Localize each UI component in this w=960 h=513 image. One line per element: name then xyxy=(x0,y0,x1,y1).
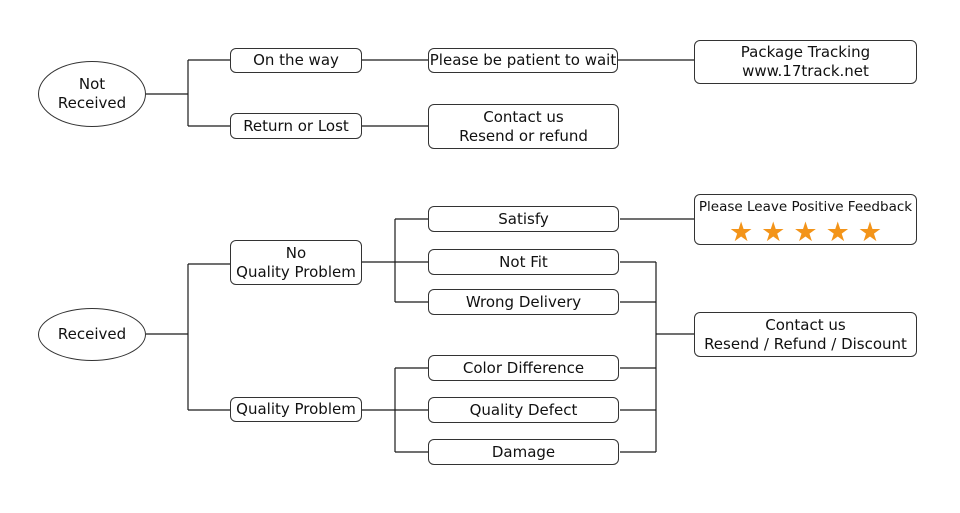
no-quality-problem-node: No Quality Problem xyxy=(230,240,362,285)
node-label: Wrong Delivery xyxy=(465,292,582,311)
contact-resend-refund-node: Contact us Resend or refund xyxy=(428,104,619,149)
node-label: Satisfy xyxy=(498,209,549,228)
wrong-delivery-node: Wrong Delivery xyxy=(428,289,619,315)
node-label: Please be patient to wait xyxy=(429,51,617,69)
node-label: No xyxy=(285,243,307,262)
not-received-node: Not Received xyxy=(38,61,146,127)
star-icon: ★ xyxy=(793,217,818,248)
node-label: Quality Defect xyxy=(469,400,578,419)
positive-feedback-node: Please Leave Positive Feedback ★ ★ ★ ★ ★ xyxy=(694,194,917,246)
node-label: Resend or refund xyxy=(459,126,588,145)
node-label: Package Tracking xyxy=(740,43,871,61)
node-label: On the way xyxy=(253,51,339,69)
on-the-way-node: On the way xyxy=(230,48,362,73)
node-label: Contact us xyxy=(483,107,564,126)
contact-resend-refund-discount-node: Contact us Resend / Refund / Discount xyxy=(694,312,917,357)
node-label: Please Leave Positive Feedback xyxy=(698,199,913,215)
quality-defect-node: Quality Defect xyxy=(428,397,619,423)
star-icon: ★ xyxy=(761,217,786,248)
rating-stars: ★ ★ ★ ★ ★ xyxy=(729,219,882,246)
return-or-lost-node: Return or Lost xyxy=(230,113,362,139)
node-label: Quality Problem xyxy=(236,400,356,418)
node-label: Not Fit xyxy=(499,252,548,271)
node-label: Received xyxy=(57,94,127,112)
satisfy-node: Satisfy xyxy=(428,206,619,232)
node-label: Not xyxy=(78,75,106,93)
star-icon: ★ xyxy=(825,217,850,248)
node-label: Return or Lost xyxy=(243,116,349,135)
tracking-url: www.17track.net xyxy=(742,62,869,80)
color-difference-node: Color Difference xyxy=(428,355,619,381)
package-tracking-node: Package Tracking www.17track.net xyxy=(694,40,917,84)
node-label: Resend / Refund / Discount xyxy=(704,334,907,353)
star-icon: ★ xyxy=(857,217,883,248)
wait-node: Please be patient to wait xyxy=(428,48,618,73)
received-node: Received xyxy=(38,308,146,361)
quality-problem-node: Quality Problem xyxy=(230,397,362,422)
star-icon: ★ xyxy=(728,217,754,248)
not-fit-node: Not Fit xyxy=(428,249,619,275)
node-label: Contact us xyxy=(765,315,846,334)
node-label: Color Difference xyxy=(462,358,585,377)
node-label: Quality Problem xyxy=(236,262,356,281)
damage-node: Damage xyxy=(428,439,619,465)
node-label: Received xyxy=(57,325,127,343)
node-label: Damage xyxy=(491,442,556,461)
